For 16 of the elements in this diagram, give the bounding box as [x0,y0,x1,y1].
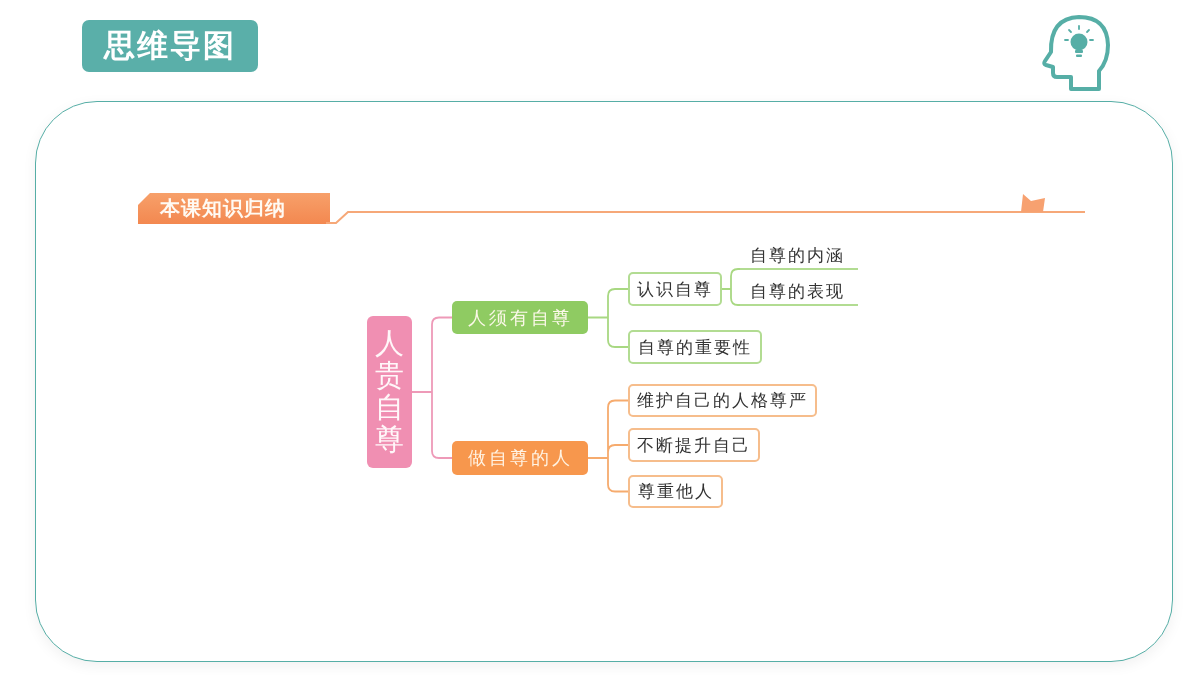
subtopic-box: 维护自己的人格尊严 [628,384,817,417]
root-topic-box: 人贵自尊 [367,316,412,468]
underlined-topic: 自尊的表现 [740,278,858,306]
underlined-topic: 自尊的内涵 [740,242,858,270]
subtopic-box: 不断提升自己 [628,428,760,462]
connector-line [411,316,453,459]
branch-topic-box: 做自尊的人 [452,441,588,475]
connector-line [587,288,629,348]
title-badge: 思维导图 [82,20,258,72]
subtopic-box: 自尊的重要性 [628,330,762,364]
section-banner: 本课知识归纳 [138,193,330,224]
subtopic-box: 尊重他人 [628,475,723,508]
connector-line [721,268,741,306]
branch-topic-box: 人须有自尊 [452,301,588,334]
connector-line [587,399,629,493]
subtopic-box: 认识自尊 [628,272,722,306]
